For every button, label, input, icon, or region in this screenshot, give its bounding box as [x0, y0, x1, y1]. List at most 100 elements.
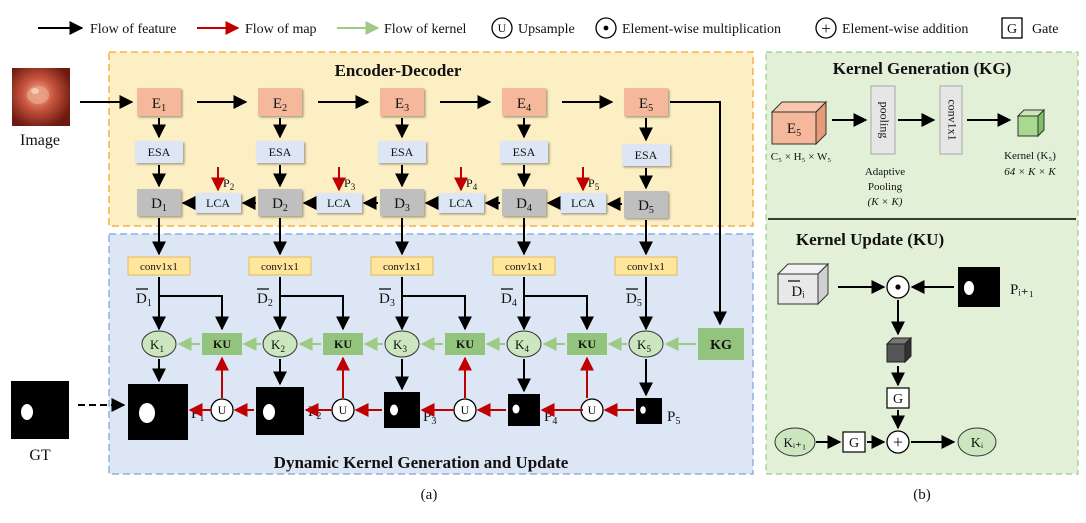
- ku-add-node: +: [886, 430, 910, 454]
- svg-text:conv1x1: conv1x1: [140, 261, 178, 273]
- lca-row: LCA LCA LCA LCA: [195, 193, 606, 213]
- svg-text:U: U: [339, 403, 348, 417]
- decoder-flow-arrows: [181, 196, 622, 211]
- pred-p1: P1: [128, 384, 204, 440]
- encoder-e3: E3: [380, 88, 424, 116]
- svg-text:Kᵢ: Kᵢ: [971, 436, 984, 451]
- ku-p-next-map: [958, 267, 1000, 307]
- ku-mult-node: [886, 275, 910, 299]
- svg-text:U: U: [218, 403, 227, 417]
- encoder-e5: E5: [624, 88, 668, 116]
- svg-text:D4: D4: [501, 291, 517, 309]
- svg-text:K4: K4: [515, 337, 529, 354]
- ku-4: KU: [567, 333, 607, 355]
- svg-text:ESA: ESA: [269, 145, 292, 159]
- svg-text:E2: E2: [273, 96, 287, 114]
- kernel-k5: K5: [628, 330, 664, 358]
- kg-pooling-box: pooling: [870, 85, 896, 155]
- kg-feature-dims: C₅ × H₅ × W₅: [771, 151, 832, 163]
- pred-p5: P5: [636, 398, 680, 427]
- legend-feature-label: Flow of feature: [90, 22, 176, 37]
- conv-to-k-arrows: [152, 277, 653, 331]
- svg-text:G: G: [893, 392, 903, 407]
- image-label: Image: [20, 132, 60, 149]
- svg-text:conv1x1: conv1x1: [261, 261, 299, 273]
- kernel-k4: K4: [506, 330, 542, 358]
- decoder-d1: D1: [137, 189, 181, 216]
- svg-text:D3: D3: [394, 196, 410, 214]
- svg-text:KU: KU: [578, 337, 596, 351]
- svg-text:Dᵢ: Dᵢ: [791, 284, 805, 300]
- svg-text:U: U: [461, 403, 470, 417]
- kg-kernel-label: Kernel (K₅): [1004, 150, 1056, 162]
- caption-b: (b): [913, 487, 931, 503]
- legend-kernel-label: Flow of kernel: [384, 22, 467, 37]
- encoder-e2: E2: [258, 88, 302, 116]
- gt-mask: [11, 381, 69, 439]
- dbar-labels: D1 D2 D3 D4 D5: [136, 288, 642, 309]
- legend-map-label: Flow of map: [245, 22, 317, 37]
- svg-text:D3: D3: [379, 291, 395, 309]
- kg-kernel-cube: [1016, 108, 1046, 138]
- kernel-k1: K1: [141, 330, 177, 358]
- lca-2: LCA: [195, 193, 241, 213]
- svg-text:conv1x1: conv1x1: [383, 261, 421, 273]
- svg-text:KU: KU: [334, 337, 352, 351]
- ku-title: Kernel Update (KU): [796, 230, 944, 249]
- ku-gate-1: G: [886, 387, 910, 409]
- caption-a: (a): [421, 487, 438, 503]
- svg-text:D2: D2: [257, 291, 273, 309]
- svg-text:D5: D5: [638, 198, 654, 216]
- svg-text:P2: P2: [223, 176, 234, 192]
- kg-e5-cube: E5: [770, 100, 828, 146]
- conv-4: conv1x1: [492, 256, 556, 276]
- upsample-nodes: U U U U: [210, 398, 604, 422]
- conv-row: conv1x1 conv1x1 conv1x1 conv1x1 conv1x1: [127, 256, 678, 276]
- decoder-d4: D4: [502, 189, 546, 216]
- esa-2: ESA: [256, 141, 304, 163]
- svg-text:conv1x1: conv1x1: [627, 261, 665, 273]
- svg-text:LCA: LCA: [449, 196, 473, 210]
- decoder-d2: D2: [258, 189, 302, 216]
- ku-k-i-node: Kᵢ: [957, 427, 997, 457]
- svg-text:conv1x1: conv1x1: [945, 99, 959, 140]
- pred-p4: P4: [508, 394, 557, 427]
- legend-mult-dot: [603, 25, 609, 31]
- input-image: Image: [12, 68, 70, 149]
- legend-add-label: Element-wise addition: [842, 22, 968, 37]
- svg-text:D1: D1: [136, 291, 152, 309]
- svg-text:KU: KU: [456, 337, 474, 351]
- k-to-p-arrows: [152, 359, 653, 397]
- legend-mult-label: Element-wise multiplication: [622, 22, 781, 37]
- legend-gate-icon: [1001, 17, 1023, 39]
- svg-text:pooling: pooling: [877, 102, 891, 139]
- ground-truth: GT: [11, 381, 69, 464]
- svg-text:P4: P4: [544, 409, 557, 427]
- legend-add-symbol: +: [821, 19, 831, 38]
- svg-text:D1: D1: [151, 196, 167, 214]
- conv-3: conv1x1: [370, 256, 434, 276]
- svg-text:ESA: ESA: [635, 148, 658, 162]
- upsample-1: U: [210, 398, 234, 422]
- kg-kernel-dims: 64 × K × K: [1004, 166, 1056, 178]
- svg-text:+: +: [893, 432, 903, 452]
- svg-text:G: G: [849, 436, 859, 451]
- svg-text:E5: E5: [787, 121, 801, 139]
- svg-text:P5: P5: [588, 176, 600, 192]
- pred-p3: P3: [384, 392, 436, 428]
- svg-text:K5: K5: [637, 337, 651, 354]
- svg-text:ESA: ESA: [148, 145, 171, 159]
- conv-5: conv1x1: [614, 256, 678, 276]
- legend-upsample-icon: [491, 17, 513, 39]
- gt-label: GT: [29, 447, 51, 464]
- legend-gate-symbol: G: [1007, 22, 1017, 37]
- dynamic-kernel-title: Dynamic Kernel Generation and Update: [274, 453, 569, 472]
- svg-text:ESA: ESA: [513, 145, 536, 159]
- ku-1: KU: [202, 333, 242, 355]
- kernel-k3: K3: [384, 330, 420, 358]
- conv-1: conv1x1: [127, 256, 191, 276]
- legend-add-icon: [815, 17, 837, 39]
- svg-text:E1: E1: [152, 96, 166, 114]
- svg-text:LCA: LCA: [206, 196, 230, 210]
